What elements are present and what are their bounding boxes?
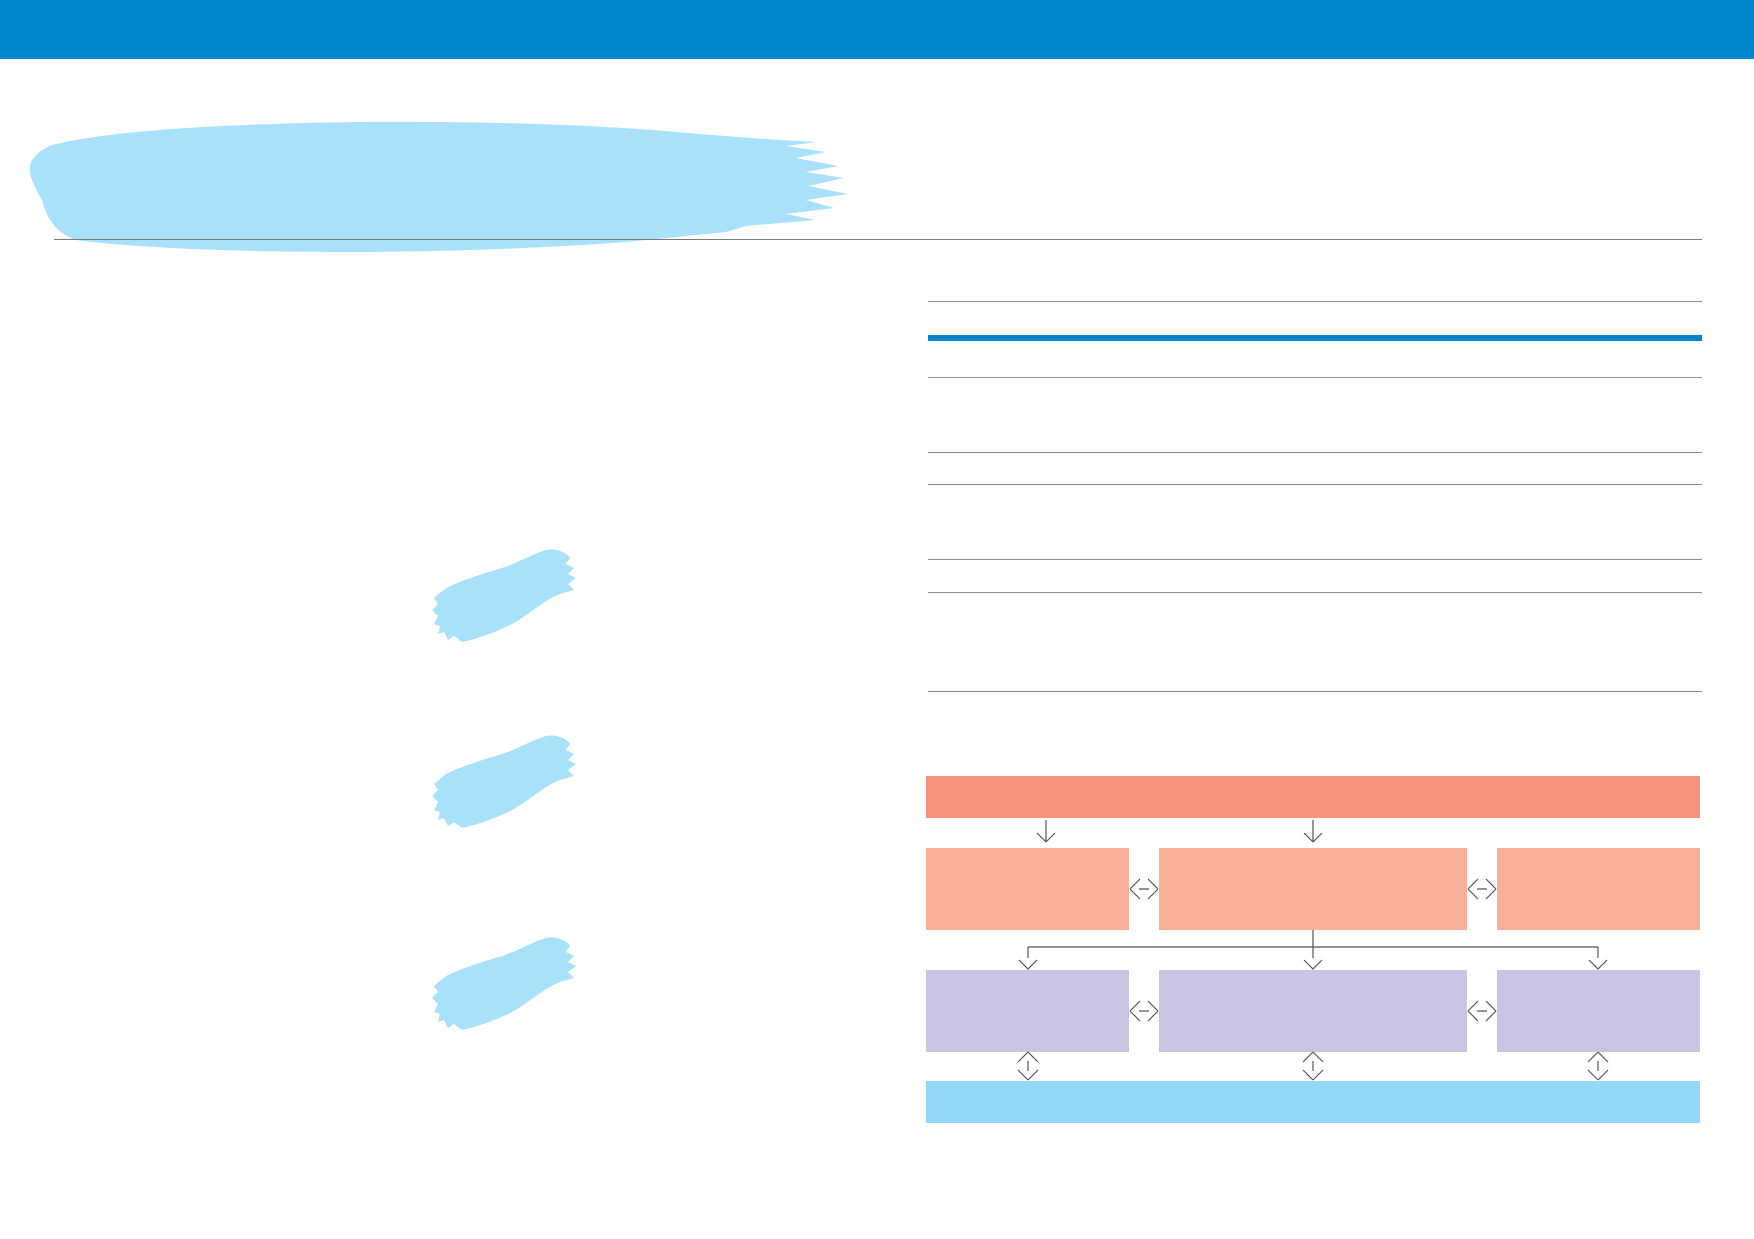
brush-stroke-3 — [432, 937, 576, 1030]
table-rule-bottom — [928, 691, 1702, 692]
arrow-down-icon-1 — [1036, 819, 1056, 843]
brush-shape-1 — [432, 549, 576, 642]
top-header-bar — [0, 0, 1754, 59]
table-rule-1 — [928, 377, 1702, 378]
arrow-down-icon-5 — [1588, 959, 1608, 970]
arrow-down-icon-2 — [1303, 819, 1323, 843]
row1-box-right — [1497, 848, 1700, 930]
flow-diagram — [926, 776, 1700, 1123]
row2-box-right — [1497, 970, 1700, 1052]
brush-stroke-2 — [432, 735, 576, 828]
double-arrow-horizontal-icon-1 — [1129, 878, 1159, 900]
header-divider — [54, 239, 1702, 240]
diagram-bottom-bar — [926, 1081, 1700, 1123]
table-rule-top — [928, 301, 1702, 302]
title-brush-stroke — [29, 121, 848, 252]
double-arrow-horizontal-icon-3 — [1129, 1000, 1159, 1022]
double-arrow-horizontal-icon-4 — [1467, 1000, 1497, 1022]
table-rule-4 — [928, 559, 1702, 560]
double-arrow-vertical-icon-3 — [1587, 1051, 1609, 1081]
row1-box-center — [1159, 848, 1467, 930]
brush-stroke-1 — [432, 549, 576, 642]
double-arrow-vertical-icon-2 — [1302, 1051, 1324, 1081]
table-rule-3 — [928, 484, 1702, 485]
double-arrow-vertical-icon-1 — [1017, 1051, 1039, 1081]
arrow-down-icon-4 — [1303, 959, 1323, 970]
table-header-accent-rule — [928, 335, 1702, 341]
title-brush-shape — [29, 121, 848, 252]
arrow-down-icon-3 — [1018, 959, 1038, 970]
double-arrow-horizontal-icon-2 — [1467, 878, 1497, 900]
row1-box-left — [926, 848, 1129, 930]
table-rule-2 — [928, 452, 1702, 453]
row2-box-center — [1159, 970, 1467, 1052]
row2-box-left — [926, 970, 1129, 1052]
table-rule-5 — [928, 592, 1702, 593]
branch-connector — [1027, 930, 1599, 958]
brush-shape-2 — [432, 735, 576, 828]
diagram-top-bar — [926, 776, 1700, 818]
brush-shape-3 — [432, 937, 576, 1030]
